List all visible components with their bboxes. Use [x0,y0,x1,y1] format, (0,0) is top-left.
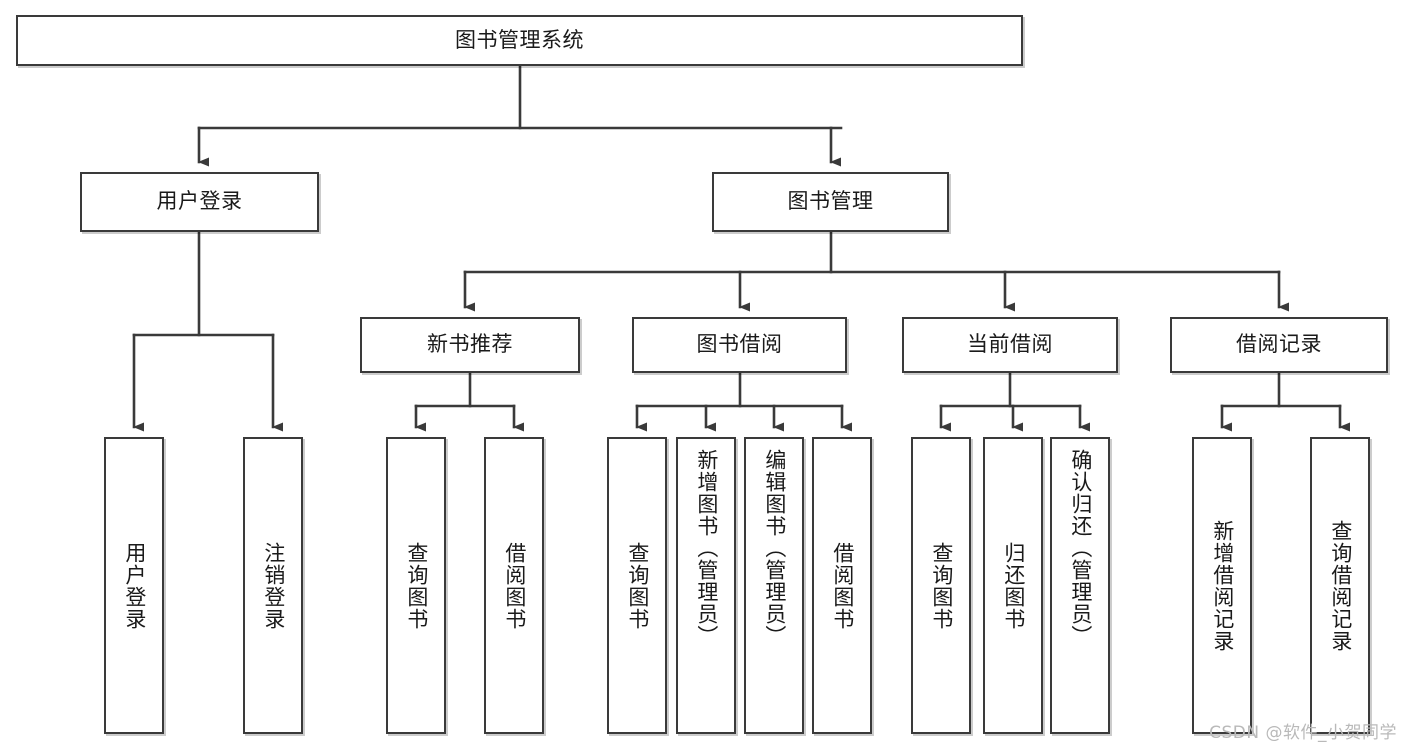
node-leaf-user-login-label: 用户登录 [122,541,147,630]
node-leaf-query-book-2-label: 查询图书 [625,541,650,630]
node-user-login-label: 用户登录 [156,189,243,214]
node-current-borrow[interactable]: 当前借阅 [902,317,1118,373]
node-book-borrow[interactable]: 图书借阅 [632,317,847,373]
node-leaf-confirm-return[interactable]: 确认归还（管理员） [1050,437,1110,734]
node-leaf-borrow-book-2[interactable]: 借阅图书 [812,437,872,734]
node-leaf-add-record-label: 新增借阅记录 [1210,519,1235,652]
node-leaf-edit-book[interactable]: 编辑图书（管理员） [744,437,804,734]
node-leaf-query-record[interactable]: 查询借阅记录 [1310,437,1370,734]
node-leaf-user-logout-label: 注销登录 [261,541,286,630]
node-leaf-query-book-3[interactable]: 查询图书 [911,437,971,734]
node-root[interactable]: 图书管理系统 [16,15,1023,66]
node-leaf-edit-book-label: 编辑图书（管理员） [762,449,787,647]
node-new-book-recommend[interactable]: 新书推荐 [360,317,580,373]
node-new-book-recommend-label: 新书推荐 [427,332,513,357]
node-book-manage[interactable]: 图书管理 [712,172,949,232]
csdn-watermark: CSDN @软件_小贺同学 [1209,723,1397,743]
node-leaf-query-book-1-label: 查询图书 [404,541,429,630]
node-root-label: 图书管理系统 [455,27,584,52]
node-leaf-borrow-book-1[interactable]: 借阅图书 [484,437,544,734]
node-borrow-record-label: 借阅记录 [1236,332,1322,357]
node-leaf-add-record[interactable]: 新增借阅记录 [1192,437,1252,734]
node-current-borrow-label: 当前借阅 [967,332,1053,357]
node-leaf-user-logout[interactable]: 注销登录 [243,437,303,734]
node-book-manage-label: 图书管理 [787,189,874,214]
node-leaf-confirm-return-label: 确认归还（管理员） [1068,449,1093,647]
node-user-login[interactable]: 用户登录 [80,172,319,232]
node-leaf-return-book-label: 归还图书 [1001,541,1026,630]
node-leaf-query-book-3-label: 查询图书 [929,541,954,630]
node-borrow-record[interactable]: 借阅记录 [1170,317,1388,373]
node-leaf-add-book[interactable]: 新增图书（管理员） [676,437,736,734]
node-leaf-user-login[interactable]: 用户登录 [104,437,164,734]
node-leaf-add-book-label: 新增图书（管理员） [694,449,719,647]
node-book-borrow-label: 图书借阅 [696,332,783,357]
node-leaf-query-book-1[interactable]: 查询图书 [386,437,446,734]
node-leaf-borrow-book-1-label: 借阅图书 [502,541,527,630]
node-leaf-query-record-label: 查询借阅记录 [1328,519,1353,652]
node-leaf-query-book-2[interactable]: 查询图书 [607,437,667,734]
node-leaf-borrow-book-2-label: 借阅图书 [830,541,855,630]
node-leaf-return-book[interactable]: 归还图书 [983,437,1043,734]
